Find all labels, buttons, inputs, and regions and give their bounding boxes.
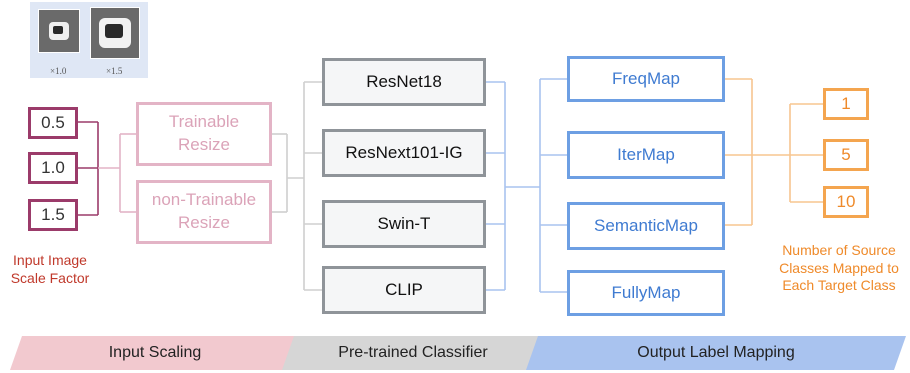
classifier-box: Swin-T [322, 200, 486, 248]
scale-factor-box: 1.0 [28, 152, 78, 184]
thumbnail-small [38, 9, 80, 53]
count-caption-line: Each Target Class [782, 277, 896, 293]
label-mapping-box: IterMap [567, 131, 725, 179]
resize-input-connectors [98, 133, 136, 213]
classifier-box: ResNet18 [322, 58, 486, 106]
scale-caption-line: Scale Factor [10, 269, 90, 286]
count-caption-line: Number of Source [782, 242, 896, 258]
label-mapping-box: FullyMap [567, 270, 725, 316]
image-thumbnails-panel: ×1.0 ×1.5 [30, 2, 148, 78]
classifier-box: CLIP [322, 266, 486, 314]
count-caption: Number of Source Classes Mapped to Each … [768, 242, 910, 295]
classifier-input-connectors [272, 81, 322, 291]
thumbnail-factor-large: ×1.5 [106, 66, 123, 76]
label-mapping-box: SemanticMap [567, 202, 725, 250]
scale-caption: Input Image Scale Factor [2, 252, 98, 287]
stage-banner-classifier: Pre-trained Classifier [282, 336, 544, 370]
source-count-box: 5 [823, 139, 869, 171]
source-count-box: 1 [823, 88, 869, 120]
classifier-box: ResNext101-IG [322, 129, 486, 177]
thumbnail-factor-small: ×1.0 [50, 66, 67, 76]
scale-factor-box: 1.5 [28, 199, 78, 231]
label-mapping-box: FreqMap [567, 56, 725, 102]
source-count-box: 10 [823, 186, 869, 218]
resize-module-non-trainable: non-Trainable Resize [136, 180, 272, 244]
scale-caption-line: Input Image [13, 252, 87, 268]
mapping-connectors [486, 78, 567, 293]
thumbnail-large [90, 7, 140, 59]
stage-banner-input-scaling: Input Scaling [10, 336, 300, 370]
resize-label: Resize [178, 213, 230, 232]
stage-banner-output-mapping: Output Label Mapping [526, 336, 906, 370]
resize-module-trainable: Trainable Resize [136, 102, 272, 166]
resize-label: non-Trainable [151, 190, 257, 210]
count-connectors [725, 78, 823, 226]
resize-label: Trainable [168, 112, 240, 132]
scale-connectors [78, 121, 99, 216]
count-caption-line: Classes Mapped to [779, 259, 899, 276]
scale-factor-box: 0.5 [28, 107, 78, 139]
resize-label: Resize [178, 135, 230, 154]
